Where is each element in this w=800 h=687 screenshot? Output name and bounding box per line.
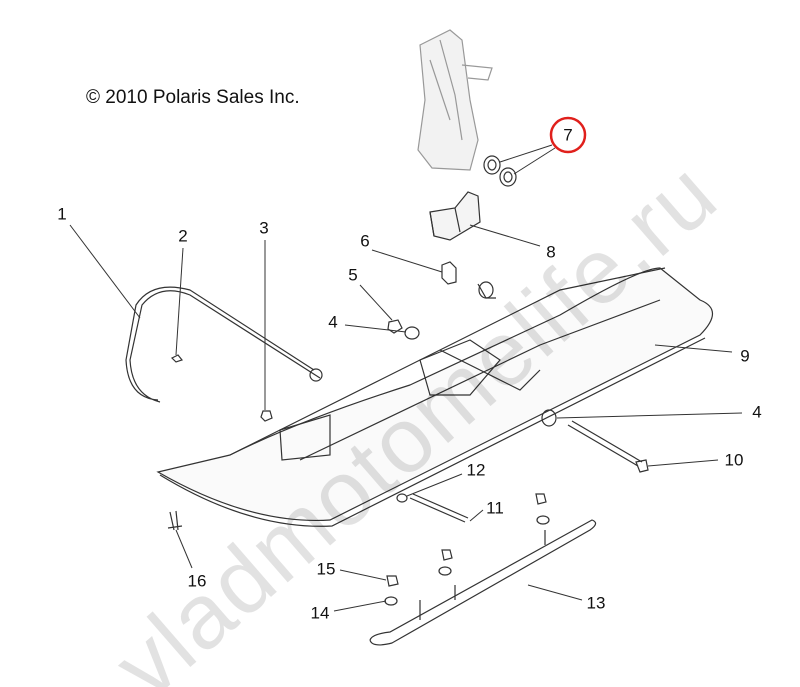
leader-lines bbox=[69, 144, 743, 612]
washer-part bbox=[404, 326, 420, 340]
callout-11[interactable]: 11 bbox=[486, 498, 504, 518]
callout-4-right[interactable]: 4 bbox=[752, 402, 762, 422]
pivot-bolt-part bbox=[441, 261, 496, 299]
callout-4[interactable]: 4 bbox=[328, 312, 338, 332]
callout-7[interactable]: 7 bbox=[563, 125, 573, 145]
callout-3[interactable]: 3 bbox=[259, 218, 269, 238]
nut-part bbox=[260, 410, 273, 422]
ski-loop-handle-part bbox=[125, 286, 323, 403]
callout-5[interactable]: 5 bbox=[348, 265, 358, 285]
highlight-circle bbox=[549, 116, 587, 154]
callout-9[interactable]: 9 bbox=[740, 346, 750, 366]
callout-13[interactable]: 13 bbox=[586, 593, 606, 613]
bolt-part bbox=[409, 493, 469, 523]
wear-block-part bbox=[429, 191, 481, 241]
bolt-part bbox=[567, 420, 643, 467]
callout-15[interactable]: 15 bbox=[316, 559, 336, 579]
bushing-part bbox=[483, 155, 517, 187]
callout-6[interactable]: 6 bbox=[360, 231, 370, 251]
bolt-part bbox=[167, 510, 183, 531]
copyright-text: © 2010 Polaris Sales Inc. bbox=[86, 87, 300, 108]
washer-part bbox=[541, 409, 557, 427]
callout-2[interactable]: 2 bbox=[178, 226, 188, 246]
ski-body-part bbox=[156, 267, 714, 527]
callout-8[interactable]: 8 bbox=[546, 242, 556, 262]
callout-1[interactable]: 1 bbox=[57, 204, 67, 224]
callout-12[interactable]: 12 bbox=[466, 460, 486, 480]
spindle-part bbox=[417, 29, 493, 171]
callout-14[interactable]: 14 bbox=[310, 603, 330, 623]
callout-16[interactable]: 16 bbox=[187, 571, 207, 591]
carbide-runner-part bbox=[369, 519, 597, 646]
nut-part bbox=[387, 319, 403, 334]
callout-10[interactable]: 10 bbox=[724, 450, 744, 470]
